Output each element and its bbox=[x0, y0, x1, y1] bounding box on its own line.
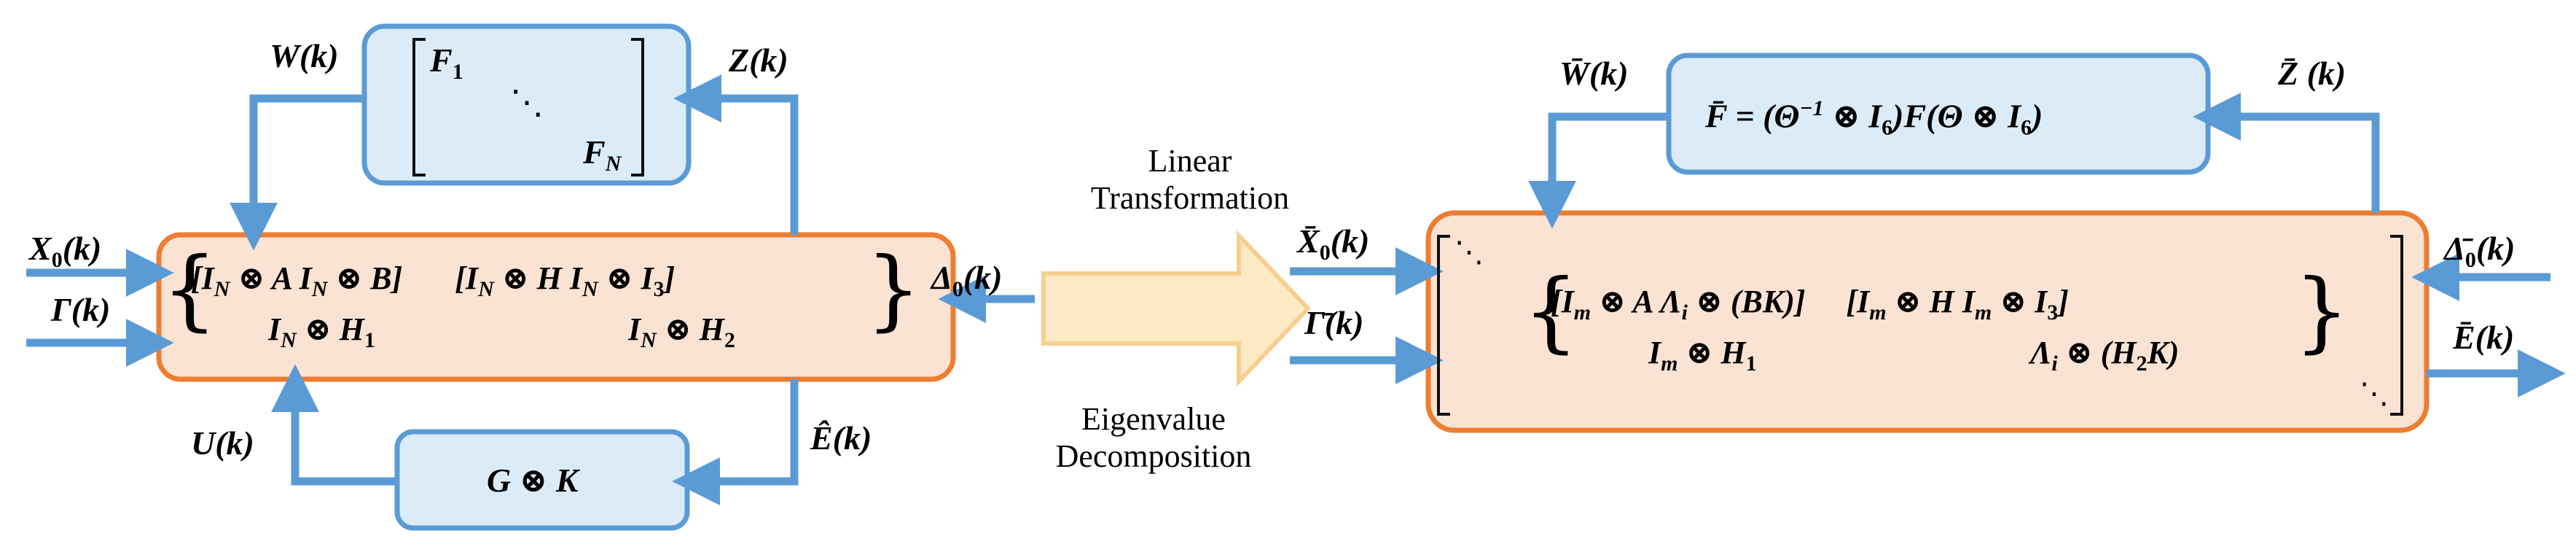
right-w-arrow bbox=[1528, 112, 1669, 229]
left-z-arrow bbox=[673, 74, 799, 235]
left-main-open-brace: { bbox=[162, 239, 218, 341]
left-main-row2-b: IN ⊗ H2 bbox=[628, 311, 735, 352]
right-matrix-bracket-left bbox=[1437, 235, 1450, 416]
left-gamma-label: Γ(k) bbox=[51, 291, 111, 328]
left-u-arrow bbox=[271, 364, 397, 486]
left-ehat-label: Ê(k) bbox=[810, 419, 872, 457]
left-w-arrow bbox=[230, 94, 364, 251]
right-delta0-label: Δ̄0(k) bbox=[2444, 230, 2516, 273]
right-main-close-brace: } bbox=[2294, 261, 2350, 362]
right-w-label: W̄(k) bbox=[1559, 55, 1629, 92]
transformation-arrow bbox=[1041, 230, 1312, 387]
left-gain-text: G ⊗ K bbox=[487, 462, 579, 499]
right-gamma-label: Γ̄(k) bbox=[1304, 304, 1364, 341]
left-ehat-arrow bbox=[672, 379, 799, 505]
left-main-close-brace: } bbox=[866, 239, 922, 341]
right-diag-dots-bottom: ⋱ bbox=[2360, 377, 2389, 410]
left-diag-dots: ⋱ bbox=[510, 84, 544, 121]
right-main-open-brace: { bbox=[1523, 261, 1579, 362]
left-delta0-label: Δ0(k) bbox=[931, 259, 1003, 302]
left-matrix-bracket-left bbox=[412, 38, 426, 176]
right-main-block bbox=[1425, 210, 2430, 433]
right-main-row2-b: Λi ⊗ (H2K) bbox=[2030, 335, 2180, 376]
right-z-arrow bbox=[2193, 93, 2380, 213]
left-main-row1: [IN ⊗ A IN ⊗ B][IN ⊗ H IN ⊗ I3] bbox=[191, 260, 676, 301]
right-e-label: Ē(k) bbox=[2453, 319, 2515, 356]
left-w-label: W(k) bbox=[270, 37, 339, 74]
right-x0-label: X̄0(k) bbox=[1297, 222, 1370, 265]
left-f1: F1 bbox=[430, 42, 463, 85]
left-z-label: Z(k) bbox=[729, 42, 788, 79]
right-z-label: Z̄ (k) bbox=[2278, 55, 2346, 92]
linear-transformation-label: Linear Transformation bbox=[1090, 143, 1290, 216]
right-main-row1: [Im ⊗ A Λi ⊗ (BK)][Im ⊗ H Im ⊗ I3] bbox=[1551, 284, 2069, 325]
left-fn: FN bbox=[583, 133, 622, 176]
right-feedback-equation: F̄ = (Θ−1 ⊗ I6)F(Θ ⊗ I6) bbox=[1705, 96, 2043, 140]
left-x0-label: X0(k) bbox=[29, 230, 102, 273]
right-diag-dots-top: ⋱ bbox=[1455, 236, 1484, 268]
left-u-label: U(k) bbox=[191, 424, 254, 462]
left-matrix-bracket-right bbox=[631, 38, 644, 176]
left-main-block bbox=[156, 232, 956, 382]
right-matrix-bracket-right bbox=[2390, 235, 2403, 416]
right-main-row2-a: Im ⊗ H1 bbox=[1648, 335, 1757, 376]
eigenvalue-decomposition-label: Eigenvalue Decomposition bbox=[1055, 401, 1252, 474]
left-main-row2-a: IN ⊗ H1 bbox=[268, 311, 375, 352]
